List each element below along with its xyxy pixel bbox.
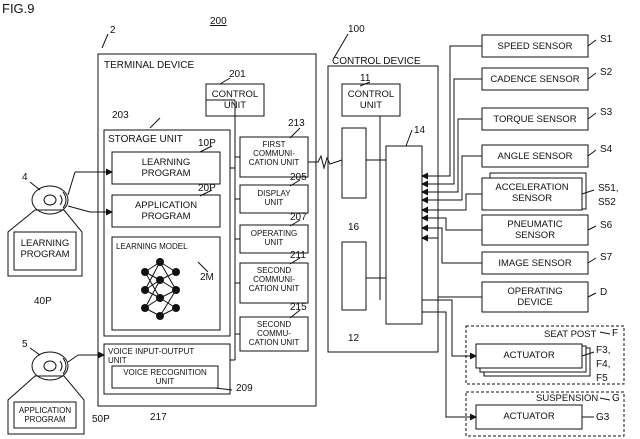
operating-device-label: OPERATING DEVICE [507,286,563,308]
disc-4-icon [31,185,69,215]
seat-post-title: SEAT POST [544,329,597,340]
ref-20p: 20P [198,183,216,194]
ref-f4: F4, [596,359,611,370]
ref-s4: S4 [600,144,613,155]
ref-205: 205 [290,172,307,183]
voice-recognition-unit-box [111,365,219,389]
ref-d: D [600,287,608,298]
learning-model-box [111,236,221,331]
ref-g: G [612,393,620,404]
ref-s2: S2 [600,67,613,78]
storage-unit-box [103,129,231,337]
display-unit-label: DISPLAY UNIT [257,189,291,207]
terminal-device-title: TERMINAL DEVICE [104,60,195,71]
terminal-control-unit-label: CONTROL UNIT [211,89,259,111]
learning-model-label: LEARNING MODEL [116,242,188,251]
terminal-device-box [97,53,317,407]
control-unit-c-box [341,83,401,117]
ref-100: 100 [348,24,365,35]
ref-16: 16 [348,222,360,233]
voice-recognition-unit-label: VOICE RECOGNITION UNIT [123,368,207,386]
learning-program-box [111,151,221,185]
ref-4: 4 [22,172,28,183]
media-application-program-label: APPLICATION PROGRAM [18,406,72,424]
neural-network-icon [144,261,177,317]
ref-2: 2 [110,25,116,36]
ref-s52: S52 [598,197,616,208]
ref-g3: G3 [596,412,610,423]
ref-5: 5 [22,339,28,350]
ref-s3: S3 [600,107,613,118]
second-communication-unit-a-label: SECOND COMMUNI- CATION UNIT [248,266,300,293]
ref-215: 215 [290,302,307,313]
application-program-label: APPLICATION PROGRAM [134,200,198,222]
ref-s7: S7 [600,252,613,263]
application-program-media [7,375,85,435]
control-device-title: CONTROL DEVICE [332,56,421,67]
suspension-group [465,391,625,437]
ref-s1: S1 [600,34,613,45]
torque-sensor-label: TORQUE SENSOR [493,114,577,125]
ref-12: 12 [348,333,360,344]
control-device-box [327,65,439,353]
storage-c-box [341,241,367,311]
second-communication-unit-b-label: SECOND COMMU- CATION UNIT [248,320,300,347]
operating-unit-label: OPERATING UNIT [250,229,298,247]
ref-f: F [612,328,619,339]
cadence-sensor-label: CADENCE SENSOR [490,74,580,85]
pneumatic-sensor-label: PNEUMATIC SENSOR [507,219,563,241]
disc-5-icon [31,351,69,381]
ref-14: 14 [414,125,426,136]
ref-50p: 50P [92,414,110,425]
ref-203: 203 [112,110,129,121]
control-unit-c-label: CONTROL UNIT [347,89,395,111]
ref-f3: F3, [596,345,611,356]
ref-201: 201 [229,69,246,80]
ref-11: 11 [360,73,371,84]
ref-211: 211 [290,250,306,261]
storage-unit-label: STORAGE UNIT [108,134,183,145]
suspension-title: SUSPENSION [536,393,599,404]
communication-c-box [341,127,367,199]
ref-2m: 2M [200,272,214,283]
acceleration-sensor-label: ACCELERATION SENSOR [495,182,569,204]
speed-sensor-label: SPEED SENSOR [497,41,573,52]
ref-10p: 10P [198,138,216,149]
ref-s51: S51, [598,183,619,194]
learning-program-media [7,209,83,277]
ref-40p: 40P [34,296,52,307]
image-sensor-label: IMAGE SENSOR [498,258,572,269]
voice-io-unit-label: VOICE INPUT-OUTPUT UNIT [108,347,195,365]
media-learning-program-label: LEARNING PROGRAM [20,238,70,260]
ref-200: 200 [210,16,227,27]
voice-io-unit-box [103,343,231,395]
ref-209: 209 [236,383,253,394]
seat-actuator-label: ACTUATOR [503,350,555,361]
bus-14-box [385,145,423,325]
ref-s6: S6 [600,220,613,231]
ref-207: 207 [290,212,307,223]
ref-213: 213 [288,118,305,129]
ref-f5: F5 [596,373,608,384]
suspension-actuator-label: ACTUATOR [503,411,555,422]
figure-label: FIG.9 [2,1,35,16]
learning-program-label: LEARNING PROGRAM [141,157,191,179]
ref-217: 217 [150,412,167,423]
seat-post-group [465,325,625,385]
first-communication-unit-label: FIRST COMMUNI- CATION UNIT [248,140,300,167]
angle-sensor-label: ANGLE SENSOR [497,151,573,162]
